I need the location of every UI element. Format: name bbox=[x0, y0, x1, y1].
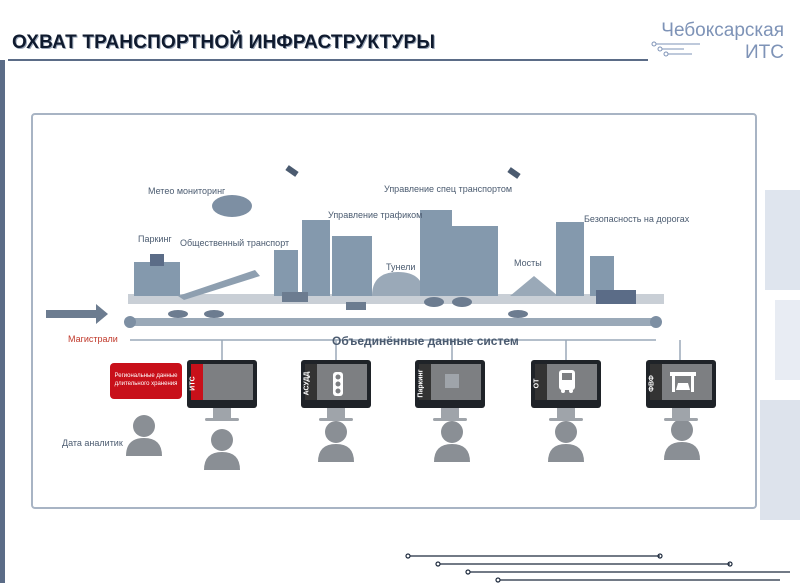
truck-icon bbox=[596, 290, 636, 304]
monitor-fvf: ФВФ bbox=[646, 360, 716, 421]
red-box-line1: Региональные данные bbox=[114, 373, 178, 379]
left-bar-top bbox=[0, 0, 5, 60]
car-icon-4 bbox=[204, 310, 224, 318]
operator-person-icon-3 bbox=[434, 421, 470, 462]
monitor-label: Паркинг bbox=[417, 369, 425, 398]
monitor-asudd: АСУДД bbox=[301, 360, 371, 421]
title-underline bbox=[8, 59, 648, 61]
label-safety: Безопасность на дорогах bbox=[584, 214, 690, 224]
parking-sign-icon bbox=[445, 374, 459, 388]
label-meteo: Метео мониторинг bbox=[148, 186, 226, 196]
monitor-label: ИТС bbox=[189, 376, 197, 391]
road-node-left bbox=[124, 316, 136, 328]
monitor-its: ИТС bbox=[187, 360, 257, 421]
monitor-label: АСУДД bbox=[303, 371, 311, 396]
car-icon-3 bbox=[168, 310, 188, 318]
traffic-light-icon bbox=[333, 372, 343, 396]
bridge-icon bbox=[510, 276, 558, 296]
monitor-ot: ОТ bbox=[531, 360, 601, 421]
monitor-parking: Паркинг bbox=[415, 360, 485, 421]
building-3 bbox=[332, 236, 372, 296]
van-icon bbox=[346, 302, 366, 310]
logo-text-city: Чебоксарская bbox=[661, 20, 784, 41]
bus-icon bbox=[559, 370, 575, 393]
operator-person-icon-2 bbox=[318, 421, 354, 462]
satellite-icon bbox=[285, 165, 299, 177]
label-public-transport: Общественный транспорт bbox=[180, 238, 290, 248]
building-4 bbox=[420, 210, 452, 296]
car-icon-5 bbox=[508, 310, 528, 318]
operator-person-icon-5 bbox=[664, 419, 700, 460]
logo: Чебоксарская ИТС bbox=[648, 18, 794, 64]
car-camera-icon bbox=[670, 372, 696, 392]
building-5 bbox=[452, 226, 498, 296]
parking-sign-icon bbox=[150, 254, 164, 266]
bus-icon bbox=[282, 292, 308, 302]
operator-person-icon-4 bbox=[548, 421, 584, 462]
page-title: ОХВАТ ТРАНСПОРТНОЙ ИНФРАСТРУКТУРЫ bbox=[12, 32, 436, 53]
road-node-right bbox=[650, 316, 662, 328]
tunnel-icon bbox=[372, 272, 424, 296]
street-ground bbox=[128, 294, 664, 304]
left-accent-bar bbox=[0, 60, 5, 583]
logo-circuit-icon bbox=[651, 41, 700, 57]
label-unified-data: Объединённые данные систем bbox=[332, 334, 519, 348]
building-1 bbox=[274, 250, 298, 296]
logo-text-its: ИТС bbox=[745, 42, 784, 63]
label-traffic: Управление трафиком bbox=[328, 210, 423, 220]
monitor-label: ФВФ bbox=[648, 375, 656, 392]
monitor-label: ОТ bbox=[533, 378, 541, 389]
label-special: Управление спец транспортом bbox=[384, 184, 513, 194]
label-parking: Паркинг bbox=[138, 234, 172, 244]
operator-person-icon-1 bbox=[204, 429, 240, 470]
cloud-icon bbox=[212, 195, 252, 217]
parking-building bbox=[134, 262, 180, 296]
car-icon-2 bbox=[452, 297, 472, 307]
highway-arrow-icon bbox=[46, 304, 108, 324]
circuit-decoration bbox=[405, 553, 790, 583]
label-analyst: Дата аналитик bbox=[62, 438, 123, 448]
analyst-person-icon bbox=[126, 415, 162, 456]
regional-storage-box: Региональные данные длительного хранения bbox=[110, 363, 182, 399]
building-2 bbox=[302, 220, 330, 296]
label-highways: Магистрали bbox=[68, 334, 118, 344]
building-6 bbox=[556, 222, 584, 296]
tower-icon bbox=[590, 256, 614, 296]
red-box-line2: длительного хранения bbox=[114, 381, 178, 387]
satellite-icon-2 bbox=[507, 167, 521, 179]
label-bridges: Мосты bbox=[514, 258, 542, 268]
right-decoration bbox=[755, 70, 800, 550]
train-icon bbox=[178, 270, 260, 300]
right-pattern bbox=[760, 190, 800, 520]
car-icon bbox=[424, 297, 444, 307]
label-tunnels: Тунели bbox=[386, 262, 416, 272]
main-road bbox=[128, 318, 658, 326]
